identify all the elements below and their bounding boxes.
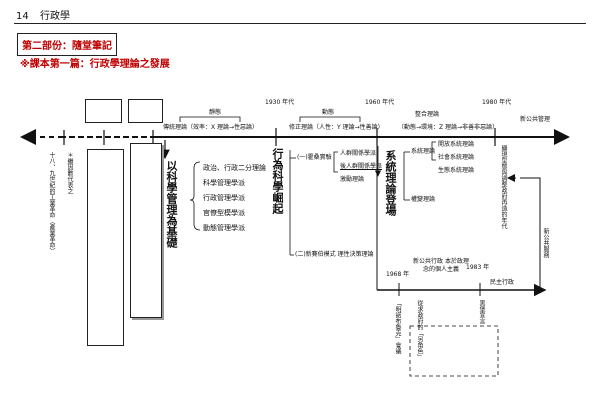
scientific-list: 政治、行政二分理論 科學管理學派 行政管理學派 官僚型模學派 動態管理學派 <box>203 163 266 233</box>
npm-label: 新公共管理 <box>520 116 551 123</box>
behavioral-theory: 修正理論（人性：Y 理論→性善論） <box>289 124 384 131</box>
list-item: 行政管理學派 <box>203 194 245 202</box>
year-1930: 1930 年代 <box>265 99 295 106</box>
page-number: 14 <box>16 11 29 22</box>
systems-heading: 系統理論登場 <box>384 150 397 216</box>
list-item: 開放系統理論 <box>438 141 475 148</box>
decision-branch: (二)新賽伯模式 理性決策理論 <box>295 251 374 258</box>
systems-theory: （動態→環境：Z 理論→非善非惡論） <box>398 124 499 131</box>
list-item: 官僚型模學派 <box>203 209 245 217</box>
empty-shadow-box <box>130 143 162 318</box>
systems-list: 開放系統理論 社會系統理論 生態系統理論 <box>438 139 474 174</box>
left-note: ＊繼因數代表之 <box>66 152 73 194</box>
list-item: 激勵理論 <box>340 176 365 183</box>
democratic-admin: 民主行政 <box>490 279 515 286</box>
blacksburg-manifesto: 黑堡宣言 <box>478 300 485 324</box>
year-1960: 1960 年代 <box>365 99 395 106</box>
list-item: 社會系統理論 <box>438 154 475 161</box>
contingency-theory: 權變理論 <box>411 196 436 203</box>
traditional-theory: 傳統理論（效率：X 理論→性惡論） <box>163 124 259 131</box>
year-1983: 1983 年 <box>466 264 490 271</box>
year-1980: 1980 年代 <box>482 99 512 106</box>
behavioral-heading: 行為科學崛起 <box>271 148 284 214</box>
systems-sub: 系統理論 <box>411 148 436 155</box>
list-item: 政治、行政二分理論 <box>203 164 266 172</box>
era-integrated: 整合理論 <box>415 111 440 118</box>
hawthorne-list: 人群關係學派 後人群關係學派 激勵理論 <box>340 148 382 183</box>
list-item: 動態管理學派 <box>203 224 245 232</box>
refounding-note: 從求政府的「另角色」 <box>416 300 423 360</box>
section-label: 第二部份：隨堂筆記 <box>17 33 117 56</box>
year-1968: 1968 年 <box>386 271 410 278</box>
era-static: 靜態 <box>209 109 222 116</box>
empty-column-box <box>87 149 124 346</box>
empty-box-top-right <box>128 99 163 123</box>
chapter-title: ※課本第一篇：行政學理論之發展 <box>20 59 170 70</box>
list-item: 科學管理學派 <box>203 179 245 187</box>
page-header-title: 行政學 <box>40 11 70 22</box>
nps-label: 新公共服務 <box>542 228 549 258</box>
era-dynamic: 動態 <box>322 109 335 116</box>
scientific-heading: 以科學管理為基礎 <box>165 160 178 248</box>
npa-box: 新公共行政 本於政理念的個人主義 <box>413 258 469 274</box>
empty-box-top-left <box>85 99 122 123</box>
list-item: 後人群關係學派 <box>340 163 383 170</box>
minnowbrook: 「明諾布魯克」會議 <box>394 300 401 354</box>
reinvention-era: 顯現型態與調整政府再造的年代 <box>500 145 507 229</box>
list-item: 人群關係學派 <box>340 150 377 157</box>
list-item: 生態系統理論 <box>438 167 475 174</box>
header-divider <box>14 23 586 24</box>
industrial-revolution: 十八、九世紀的工業革命（產業革命） <box>48 152 55 254</box>
hawthorne-branch: (一)霍桑實驗 <box>297 154 332 161</box>
